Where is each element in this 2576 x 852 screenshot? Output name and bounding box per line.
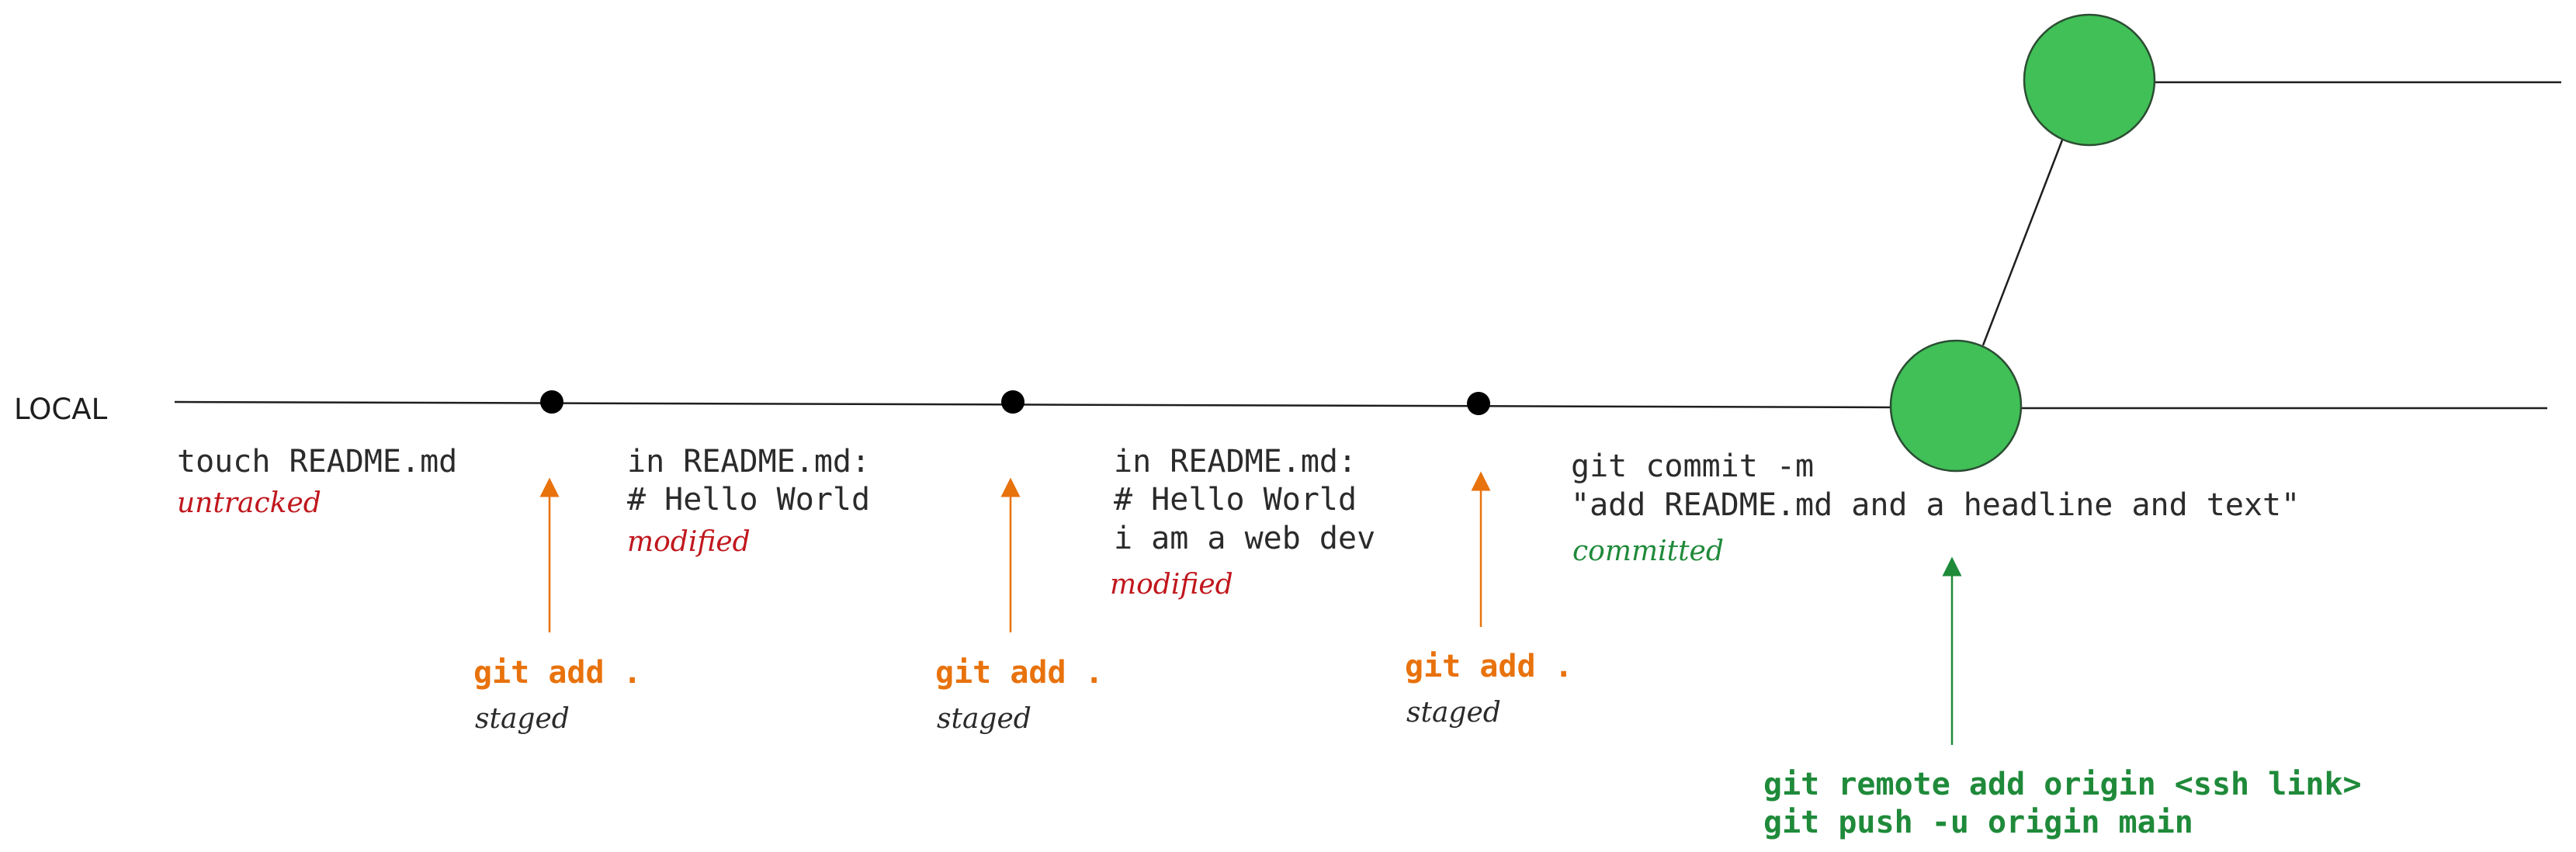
step-4-state: committed <box>1572 535 1724 567</box>
stage-3-command: git add . <box>1405 649 1573 684</box>
step-3-line-2: # Hello World <box>1114 482 1357 518</box>
stage-2-state: staged <box>937 703 1031 735</box>
stage-1-command: git add . <box>473 655 642 691</box>
stage-2-command: git add . <box>935 655 1104 691</box>
step-1-line-1: touch README.md <box>177 444 457 480</box>
step-3-line-3: i am a web dev <box>1114 521 1375 556</box>
remote-line-2: git push -u origin main <box>1763 805 2193 840</box>
step-2-line-2: # Hello World <box>627 482 870 518</box>
staged-dot-1 <box>540 390 563 414</box>
step-1-state: untracked <box>177 487 321 519</box>
stage-3-state: staged <box>1406 697 1501 729</box>
local-timeline <box>174 400 1895 409</box>
step-4-line-2: "add README.md and a headline and text" <box>1571 487 2300 523</box>
step-3-state: modified <box>1110 569 1233 601</box>
step-2-line-1: in README.md: <box>627 444 870 480</box>
staged-dot-2 <box>1001 390 1025 414</box>
remote-line-1: git remote add origin <ssh link> <box>1763 767 2362 802</box>
local-commit-node <box>1889 339 2023 473</box>
step-4-line-1: git commit -m <box>1571 449 1814 484</box>
branch-connector <box>1981 137 2065 346</box>
branch-label: LOCAL <box>14 393 108 426</box>
remote-commit-node <box>2023 13 2156 147</box>
staged-dot-3 <box>1467 392 1490 415</box>
step-3-line-1: in README.md: <box>1114 444 1357 480</box>
step-2-state: modified <box>627 526 751 558</box>
stage-1-state: staged <box>475 703 570 735</box>
